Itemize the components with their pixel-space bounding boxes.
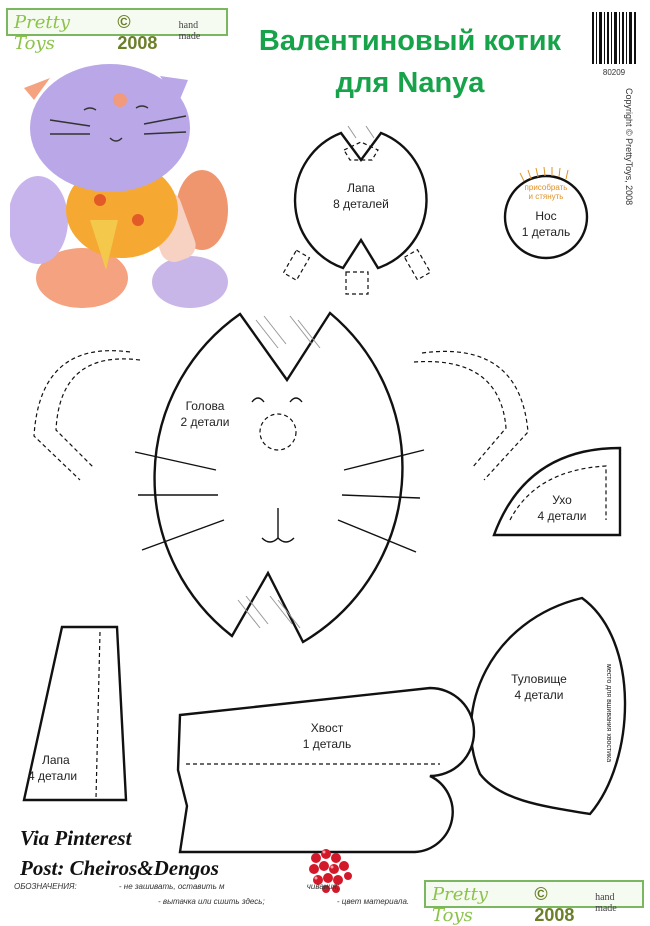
nose-note: присобрать и стянуть [506, 183, 586, 201]
legend-item-1: - не зашивать, оставить м [118, 882, 225, 891]
nose-note-line1: присобрать [524, 183, 568, 192]
nose-label: Нос 1 деталь [506, 208, 586, 240]
watermark-line-2: Post: Cheiros&Dengos [20, 856, 219, 880]
paw-top-name: Лапа [347, 181, 375, 195]
paw-bottom-count: 4 детали [28, 769, 78, 783]
body-label: Туловище 4 детали [494, 671, 584, 703]
title-line-2: для Nanya [335, 67, 485, 99]
legend-item-1-end: чивания; [306, 882, 340, 891]
nose-name: Нос [535, 209, 557, 223]
paw-top-label: Лапа 8 деталей [316, 180, 406, 212]
paw-top-shape [293, 131, 428, 270]
ear-label: Ухо 4 детали [518, 492, 606, 524]
brand-year-bottom: © 2008 [534, 884, 575, 925]
toy-photo [10, 60, 228, 312]
tail-shape [176, 686, 476, 854]
tail-name: Хвост [310, 721, 344, 735]
title-line-1: Валентиновый котик [258, 25, 562, 57]
paw-bottom-name: Лапа [42, 753, 70, 767]
nose-shape [503, 174, 589, 260]
barcode-icon [590, 10, 638, 66]
barcode-number: 80209 [602, 68, 626, 77]
legend-item-2: - вытачка или сшить здесь; [158, 897, 265, 906]
paw-bottom-label: Лапа 4 детали [28, 752, 92, 784]
brand-script-bottom: Pretty Toys [432, 884, 489, 926]
legend-row-2: - вытачка или сшить здесь; - цвет матери… [158, 897, 409, 906]
body-side-note: место для вшивания хвостика [605, 664, 612, 763]
paw-top-count: 8 деталей [333, 197, 389, 211]
body-shape [469, 596, 627, 816]
page-title: Валентиновый котик для Nanya [232, 20, 588, 104]
legend-item-3: - цвет материала. [336, 897, 410, 906]
nose-count: 1 деталь [521, 225, 571, 239]
head-name: Голова [185, 399, 225, 413]
brand-hand-made-bottom: hand made [595, 892, 617, 914]
brand-script: Pretty Toys [14, 12, 71, 54]
beads-decoration [309, 849, 352, 893]
legend-row-1: ОБОЗНАЧЕНИЯ: - не зашивать, оставить м ч… [14, 882, 339, 891]
head-label: Голова 2 детали [160, 398, 250, 430]
legend-label: ОБОЗНАЧЕНИЯ: [14, 882, 77, 891]
head-shape [153, 311, 404, 644]
tail-label: Хвост 1 деталь [282, 720, 372, 752]
ear-shape [492, 446, 622, 537]
body-count: 4 детали [514, 688, 564, 702]
brand-hand-made: hand made [178, 20, 201, 42]
ear-count: 4 детали [537, 509, 587, 523]
paw-bottom-shape [22, 625, 128, 802]
body-name: Туловище [511, 672, 567, 686]
barcode: 80209 [590, 10, 638, 77]
tail-count: 1 деталь [302, 737, 352, 751]
brand-badge-top: Pretty Toys © 2008 hand made [6, 8, 228, 54]
watermark-line-1: Via Pinterest [20, 826, 132, 850]
brand-badge-bottom: Pretty Toys © 2008 hand made [424, 880, 644, 926]
ear-name: Ухо [552, 493, 572, 507]
brand-year: © 2008 [117, 12, 158, 53]
nose-note-line2: и стянуть [528, 192, 564, 201]
head-count: 2 детали [180, 415, 230, 429]
